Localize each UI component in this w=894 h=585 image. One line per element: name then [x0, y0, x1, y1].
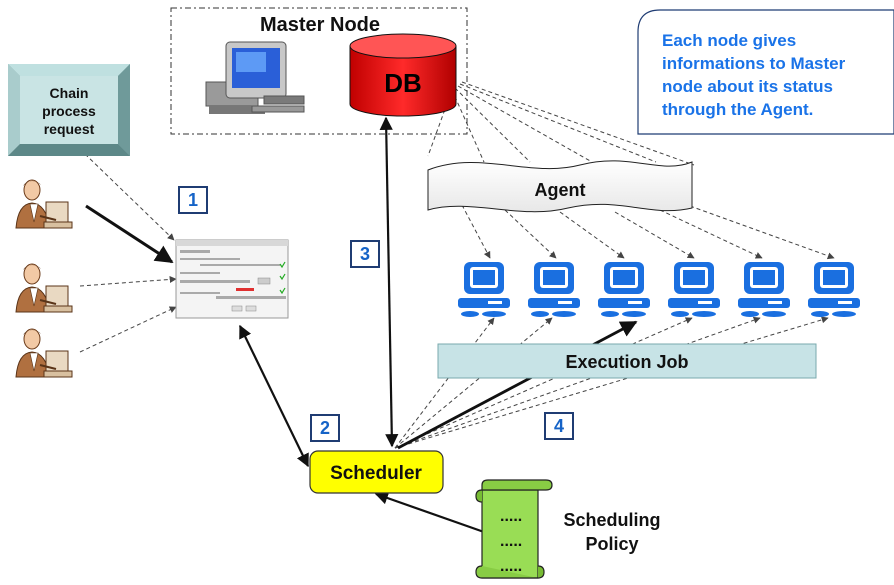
master-node-title: Master Node: [260, 14, 380, 36]
network-computer-icon: [738, 262, 790, 317]
dashed-connectors: [79, 81, 835, 449]
note-line1: Each node gives: [662, 31, 796, 50]
note-line3: node about its status: [662, 77, 833, 96]
policy-dots-2: .....: [500, 533, 522, 550]
database-cylinder-icon: [349, 33, 457, 117]
chain-request-line1: Chain: [50, 85, 89, 101]
chain-request-line2: process: [42, 103, 96, 119]
execution-job-bar: [437, 343, 817, 379]
agent-label: Agent: [535, 180, 586, 200]
master-node-box: Master Node: [170, 7, 468, 135]
solid-arrows: [85, 116, 638, 534]
person-at-computer-icon: [15, 179, 73, 229]
execution-job-label: Execution Job: [565, 352, 688, 372]
note-line4: through the Agent.: [662, 100, 813, 119]
policy-dots-3: .....: [500, 558, 522, 575]
person-at-computer-icon: [15, 328, 73, 378]
step-1-badge: 1: [178, 186, 208, 214]
policy-dots-1: .....: [500, 508, 522, 525]
network-computer-icon: [458, 262, 510, 317]
step-4-badge: 4: [544, 412, 574, 440]
note-line2: informations to Master: [662, 54, 846, 73]
agent-banner: [427, 160, 693, 213]
person-at-computer-icon: [15, 263, 73, 313]
step-2-badge: 2: [310, 414, 340, 442]
status-note: [637, 9, 894, 135]
policy-label-line2: Policy: [585, 534, 638, 554]
application-window-icon: [175, 239, 289, 319]
scheduler-box: [309, 450, 444, 494]
policy-label-line1: Scheduling: [563, 510, 660, 530]
scheduler-label: Scheduler: [330, 463, 422, 484]
db-label: DB: [384, 68, 422, 98]
desktop-computer-icon: [205, 41, 305, 114]
network-computer-icon: [668, 262, 720, 317]
scroll-icon: [475, 479, 553, 579]
network-computer-icon: [528, 262, 580, 317]
network-computer-icon: [598, 262, 650, 317]
network-computer-icon: [808, 262, 860, 317]
step-3-badge: 3: [350, 240, 380, 268]
chain-request-box: [8, 64, 130, 156]
chain-request-line3: request: [44, 121, 95, 137]
